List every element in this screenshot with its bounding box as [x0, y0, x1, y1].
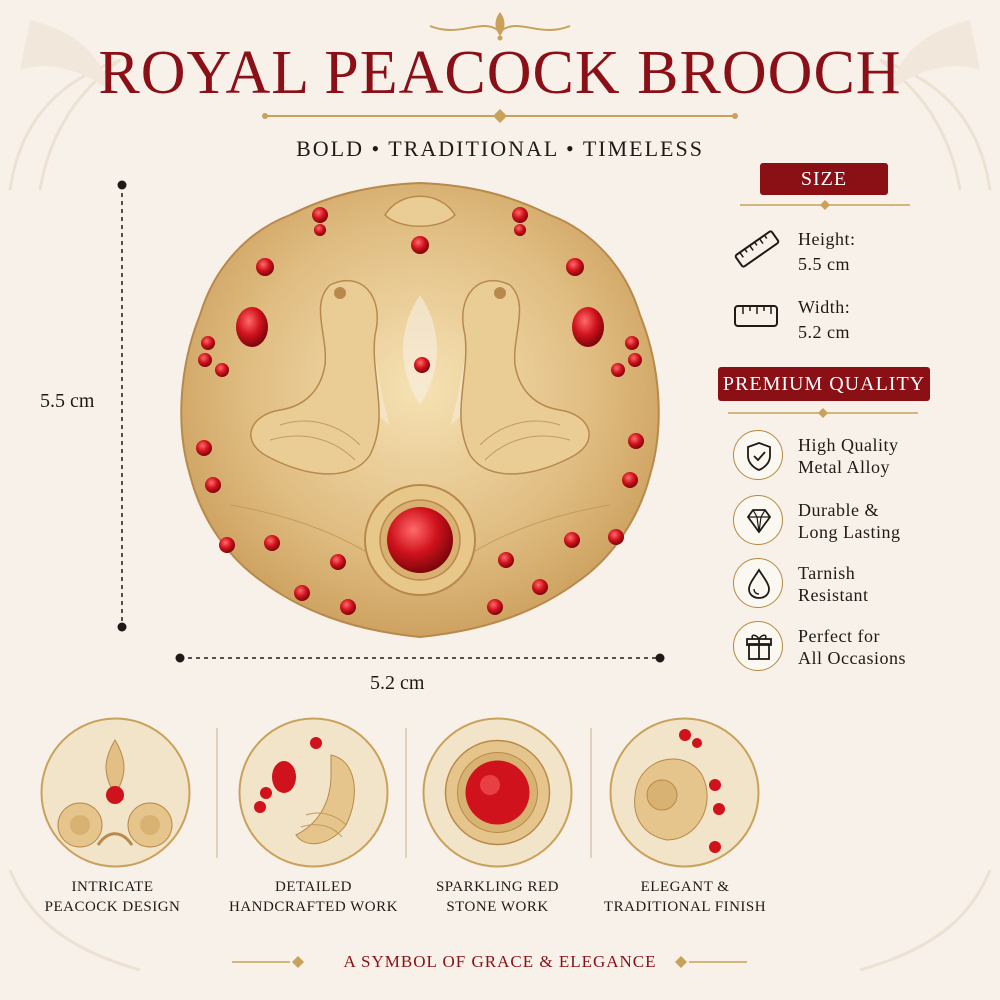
- width-dimension-line: [175, 653, 665, 663]
- quality-item-durable-line1: Durable &: [798, 500, 879, 520]
- quality-item-occasions-line1: Perfect for: [798, 626, 880, 646]
- thumbnail-caption-handcrafted: DETAILED HANDCRAFTED WORK: [216, 877, 411, 917]
- thumbnail-caption-traditional-line1: ELEGANT &: [640, 879, 730, 895]
- droplet-icon: [733, 558, 783, 608]
- quality-item-alloy-line1: High Quality: [798, 435, 899, 455]
- top-flourish: [429, 12, 571, 41]
- quality-item-durable: Durable & Long Lasting: [798, 499, 901, 543]
- thumbnail-peacock-design: [40, 717, 191, 868]
- corner-ornament-bottom-left: [8, 869, 141, 972]
- footer-divider-left: [232, 956, 304, 968]
- thumb-divider-1: [216, 728, 218, 858]
- height-spec: Height: 5.5 cm: [798, 228, 856, 275]
- quality-item-alloy-line2: Metal Alloy: [798, 457, 890, 477]
- thumbnail-caption-peacock-line1: INTRICATE: [71, 879, 154, 895]
- quality-item-tarnish-line1: Tarnish: [798, 563, 856, 583]
- corner-ornament-top-right: [879, 20, 992, 191]
- quality-item-alloy: High Quality Metal Alloy: [798, 434, 899, 478]
- thumbnail-caption-peacock: INTRICATE PEACOCK DESIGN: [30, 877, 195, 917]
- thumbnail-traditional-finish: [609, 717, 760, 868]
- page-title: ROYAL PEACOCK BROOCH: [98, 39, 902, 107]
- thumbnail-caption-red-stone-line1: SPARKLING RED: [435, 879, 560, 895]
- corner-ornament-top-left: [8, 20, 121, 191]
- height-dimension-line: [117, 180, 127, 632]
- thumbnail-handcrafted-work: [238, 717, 389, 868]
- page-subtitle: BOLD • TRADITIONAL • TIMELESS: [296, 136, 704, 161]
- ruler-icon: [734, 230, 780, 268]
- quality-item-tarnish-line2: Resistant: [798, 585, 869, 605]
- height-spec-value: 5.5 cm: [798, 254, 850, 274]
- footer-tagline: A SYMBOL OF GRACE & ELEGANCE: [343, 952, 657, 971]
- thumb-divider-3: [590, 728, 592, 858]
- width-spec: Width: 5.2 cm: [798, 296, 850, 343]
- thumbnail-caption-peacock-line2: PEACOCK DESIGN: [44, 899, 181, 915]
- quality-item-occasions: Perfect for All Occasions: [798, 625, 906, 669]
- size-divider: [740, 200, 910, 210]
- thumbnail-caption-handcrafted-line2: HANDCRAFTED WORK: [229, 899, 398, 915]
- corner-ornament-bottom-right: [859, 869, 992, 972]
- quality-divider: [728, 408, 918, 418]
- gift-icon: [733, 621, 783, 671]
- quality-item-durable-line2: Long Lasting: [798, 522, 901, 542]
- size-section-badge: SIZE: [760, 163, 888, 195]
- footer-divider-right: [675, 956, 747, 968]
- shield-check-icon: [733, 430, 783, 480]
- title-divider: [262, 109, 738, 123]
- quality-section-badge: PREMIUM QUALITY: [718, 367, 930, 401]
- thumb-divider-2: [405, 728, 407, 858]
- width-spec-label: Width:: [798, 297, 851, 317]
- quality-item-occasions-line2: All Occasions: [798, 648, 906, 668]
- brooch-product-image: [180, 181, 660, 639]
- thumbnail-caption-red-stone-line2: STONE WORK: [446, 899, 549, 915]
- width-spec-value: 5.2 cm: [798, 322, 850, 342]
- thumbnail-red-stone-work: [422, 717, 573, 868]
- quality-item-tarnish: Tarnish Resistant: [798, 562, 869, 606]
- thumbnail-caption-handcrafted-line1: DETAILED: [275, 879, 352, 895]
- height-spec-label: Height:: [798, 229, 856, 249]
- thumbnail-caption-red-stone: SPARKLING RED STONE WORK: [410, 877, 585, 917]
- thumbnail-caption-traditional-line2: TRADITIONAL FINISH: [603, 899, 767, 915]
- height-dimension-label: 5.5 cm: [40, 390, 95, 412]
- thumbnail-caption-traditional: ELEGANT & TRADITIONAL FINISH: [595, 877, 775, 917]
- width-dimension-label: 5.2 cm: [370, 672, 425, 694]
- tape-icon: [734, 305, 778, 327]
- diamond-icon: [733, 495, 783, 545]
